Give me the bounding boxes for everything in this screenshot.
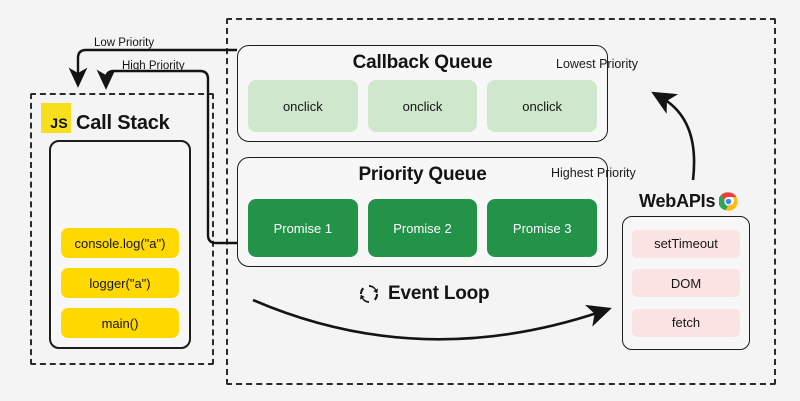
priority-queue-items: Promise 1 Promise 2 Promise 3 <box>248 199 598 257</box>
callback-queue-items: onclick onclick onclick <box>248 80 598 132</box>
webapi-item[interactable]: setTimeout <box>632 229 740 258</box>
webapi-item[interactable]: fetch <box>632 308 740 337</box>
callback-queue-title: Callback Queue <box>352 52 493 73</box>
priority-queue-item[interactable]: Promise 3 <box>487 199 598 257</box>
webapi-item[interactable]: DOM <box>632 269 740 297</box>
event-loop-label: Event Loop <box>388 283 490 304</box>
priority-queue-item[interactable]: Promise 2 <box>367 199 478 257</box>
call-stack-title: Call Stack <box>76 112 170 134</box>
callback-queue-item[interactable]: onclick <box>367 80 478 132</box>
highest-priority-label: Highest Priority <box>551 166 636 180</box>
priority-queue-panel: Priority Queue Promise 1 Promise 2 Promi… <box>237 157 608 267</box>
sync-refresh-icon <box>360 285 378 303</box>
chrome-icon <box>719 192 738 211</box>
callback-queue-item[interactable]: onclick <box>248 80 358 132</box>
priority-queue-item[interactable]: Promise 1 <box>248 199 358 257</box>
callback-queue-item[interactable]: onclick <box>487 80 598 132</box>
call-stack-frame[interactable]: main() <box>61 308 179 338</box>
webapis-title: WebAPIs <box>639 191 716 211</box>
lowest-priority-label: Lowest Priority <box>556 57 638 71</box>
low-priority-label: Low Priority <box>94 37 155 49</box>
call-stack-box: console.log("a") logger("a") main() <box>49 140 191 349</box>
call-stack-frame[interactable]: logger("a") <box>61 268 179 298</box>
webapis-box: setTimeout DOM fetch <box>622 216 750 350</box>
event-loop-label-group: Event Loop <box>358 283 490 305</box>
priority-queue-title: Priority Queue <box>358 164 487 185</box>
callback-queue-panel: Callback Queue onclick onclick onclick <box>237 45 608 142</box>
js-logo-badge: JS <box>41 103 71 133</box>
call-stack-frame[interactable]: console.log("a") <box>61 228 179 258</box>
high-priority-label: High Priority <box>122 60 185 72</box>
